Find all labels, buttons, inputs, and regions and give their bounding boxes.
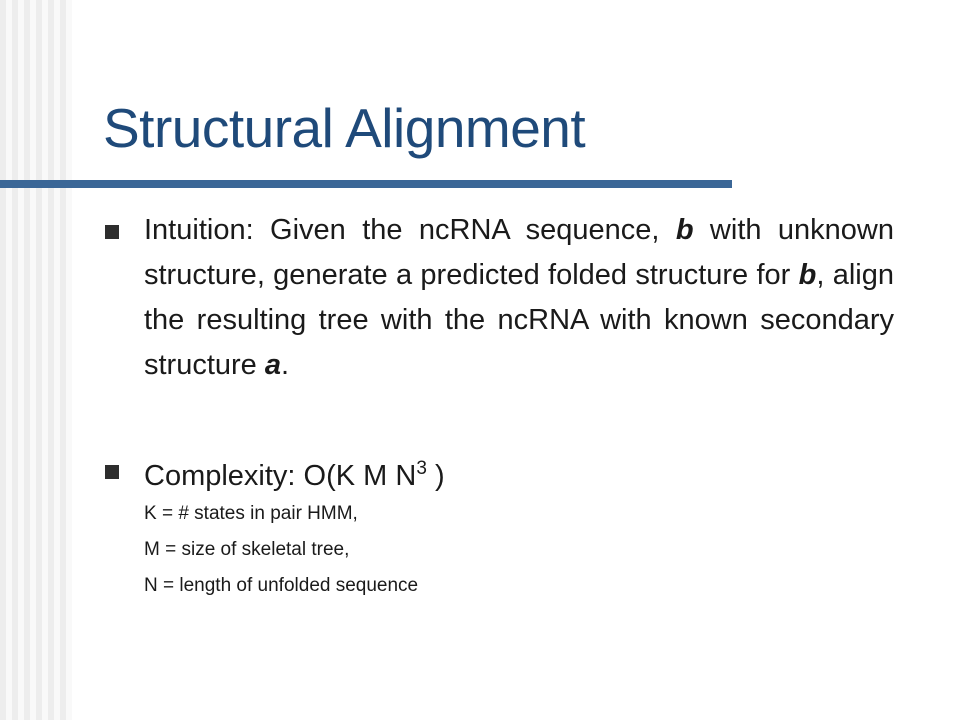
intuition-mid2: , align the resulting tree with the ncRN… [144,259,894,381]
intuition-paragraph: Intuition: Given the ncRNA sequence, b w… [144,208,894,388]
title-underline [0,180,732,188]
complexity-exponent: 3 [416,458,427,479]
intuition-end: . [281,349,290,381]
intuition-mid1: with unknown structure, generate a predi… [144,214,894,291]
complexity-text: Complexity: O(K M N [144,460,417,492]
definition-k: K = # states in pair HMM, [144,503,358,524]
decorative-stripes [0,0,72,720]
bullet-square-icon [105,465,119,479]
intuition-lead: Intuition: Given the ncRNA sequence, [144,214,676,246]
complexity-line: Complexity: O(K M N3 ) [144,449,445,496]
variable-b-second: b [798,259,817,291]
complexity-close: ) [426,460,445,492]
bullet-square-icon [105,225,119,239]
variable-a: a [264,349,282,381]
definition-m: M = size of skeletal tree, [144,539,350,560]
variable-b: b [675,214,694,246]
slide-title: Structural Alignment [103,97,586,159]
definition-n: N = length of unfolded sequence [144,575,419,596]
